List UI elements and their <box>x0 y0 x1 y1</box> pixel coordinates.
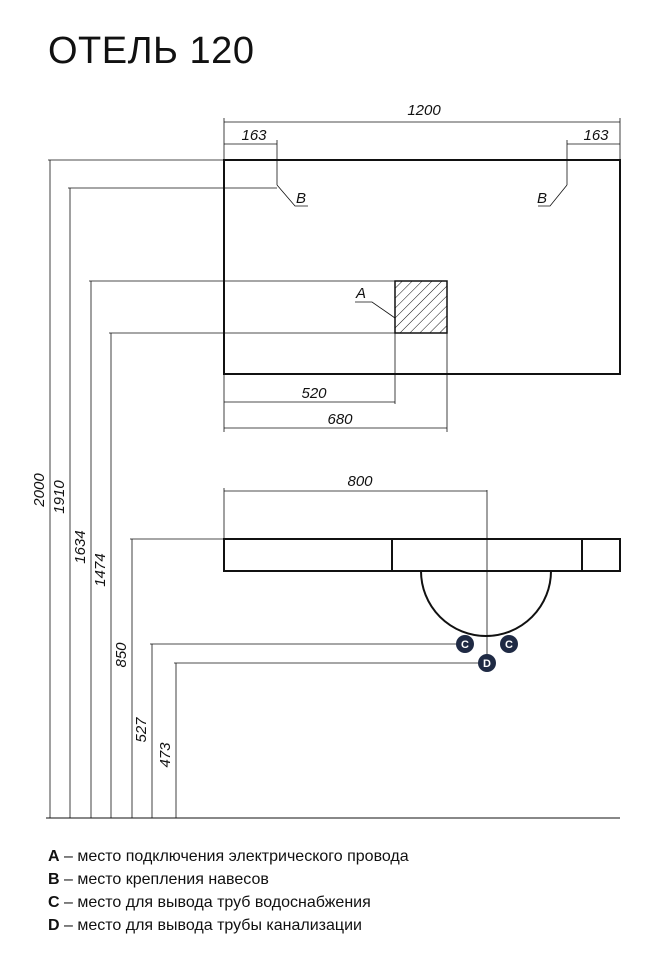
svg-text:C: C <box>461 639 469 651</box>
dimension-800-label: 800 <box>347 473 373 490</box>
marker-c-left: C <box>456 635 474 653</box>
sink-bowl <box>420 570 552 637</box>
marker-a-label: A <box>355 285 366 302</box>
leader-a <box>355 301 396 319</box>
height-1474-label: 1474 <box>92 553 109 586</box>
dimension-163-right-label: 163 <box>583 127 609 144</box>
dimension-163-left <box>224 140 278 185</box>
legend-item-d: D – место для вывода трубы канализации <box>48 917 362 934</box>
mirror-panel <box>223 159 621 375</box>
dimension-1200 <box>223 118 621 160</box>
height-1634-label: 1634 <box>72 530 89 563</box>
dimension-800 <box>223 488 487 539</box>
connection-box-a <box>394 280 448 334</box>
dimension-1200-label: 1200 <box>407 102 441 119</box>
dimension-520-label: 520 <box>301 385 327 402</box>
legend-item-c: C – место для вывода труб водоснабжения <box>48 894 371 911</box>
dimension-163-right <box>566 140 620 185</box>
marker-b-right-label: B <box>537 190 547 207</box>
dimension-520-680 <box>223 333 448 432</box>
page-title: ОТЕЛЬ 120 <box>48 30 255 72</box>
leader-b-left <box>276 184 308 207</box>
legend-item-b: B – место крепления навесов <box>48 871 269 888</box>
height-dimension-lines <box>48 159 487 818</box>
vanity-counter <box>223 538 621 572</box>
height-850-label: 850 <box>113 642 130 668</box>
legend-item-a: A – место подключения электрического про… <box>48 848 409 865</box>
dimension-163-left-label: 163 <box>241 127 267 144</box>
svg-text:C: C <box>505 639 513 651</box>
svg-text:D: D <box>483 658 491 670</box>
marker-b-left-label: B <box>296 190 306 207</box>
height-527-label: 527 <box>133 717 150 743</box>
dimension-680-label: 680 <box>327 411 353 428</box>
legend: A – место подключения электрического про… <box>48 845 409 937</box>
height-1910-label: 1910 <box>51 480 68 514</box>
height-2000-label: 2000 <box>31 473 48 508</box>
marker-d: D <box>478 654 496 672</box>
leader-b-right <box>538 184 568 207</box>
marker-c-right: C <box>500 635 518 653</box>
height-473-label: 473 <box>157 742 174 768</box>
